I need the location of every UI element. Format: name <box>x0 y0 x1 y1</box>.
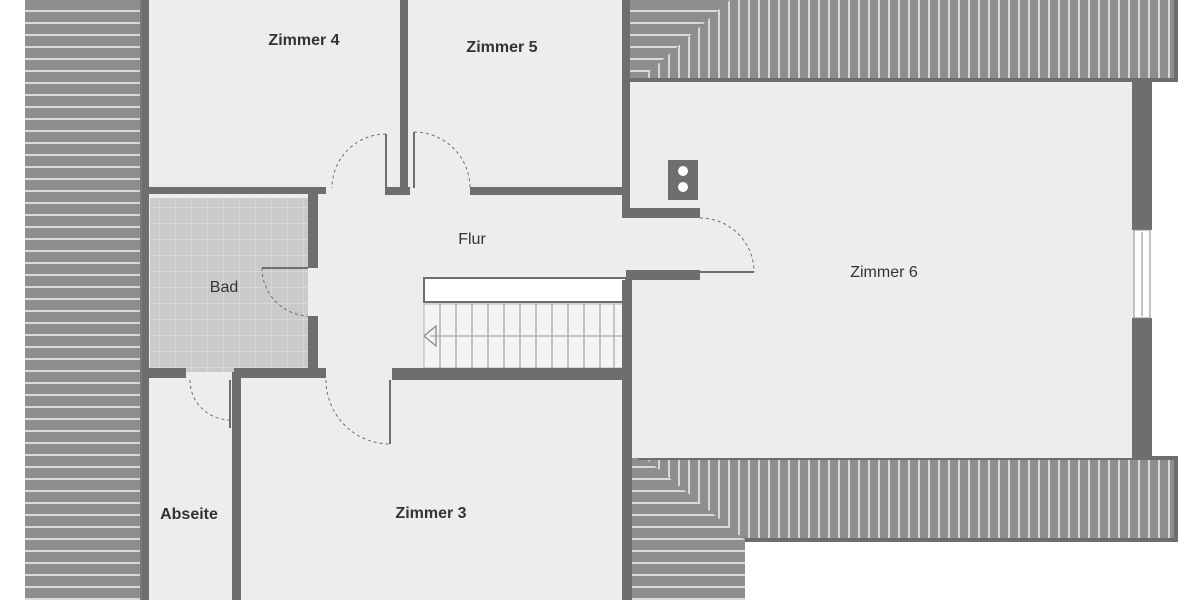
chimney-icon <box>668 160 698 200</box>
doors <box>189 131 755 445</box>
room-labels: Zimmer 4 Zimmer 5 Zimmer 6 Flur Bad Abse… <box>160 32 918 523</box>
roof-top-corner <box>630 0 730 80</box>
roof-bottom-corner <box>630 458 745 600</box>
floors <box>146 0 1142 600</box>
roof-left <box>25 0 142 600</box>
zimmer6-floor <box>630 82 1142 458</box>
room-label-bad: Bad <box>210 279 238 296</box>
room-label-zimmer5: Zimmer 5 <box>466 39 537 56</box>
stairs-arrow-icon <box>422 324 437 348</box>
room-label-zimmer6: Zimmer 6 <box>850 264 918 281</box>
room-label-abseite: Abseite <box>160 506 218 523</box>
walls <box>142 0 1152 600</box>
room-label-zimmer4: Zimmer 4 <box>268 32 339 49</box>
staircase <box>422 277 627 369</box>
roof-top-right <box>630 0 1178 80</box>
room-label-flur: Flur <box>458 231 486 248</box>
bad-tile-floor <box>150 198 308 372</box>
window-icon <box>1133 229 1151 319</box>
room-label-zimmer3: Zimmer 3 <box>395 505 466 522</box>
roof-slopes <box>25 0 1178 600</box>
